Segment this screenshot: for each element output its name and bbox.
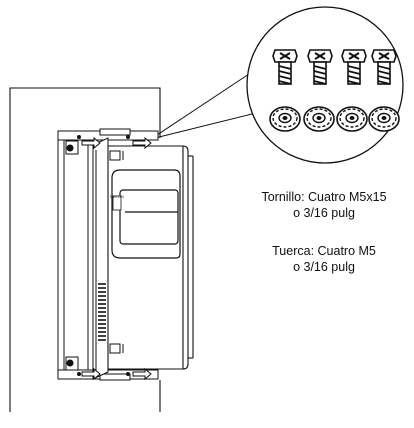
keypad-housing — [111, 169, 181, 259]
nut-icon — [336, 106, 368, 132]
screw-icon — [307, 49, 333, 85]
screw-spec-line1: Tornillo: Cuatro M5x15 — [261, 190, 387, 204]
screw-icon — [371, 49, 397, 85]
nut-icon — [269, 106, 301, 132]
brand-text: EATON — [110, 194, 124, 199]
nut-icon — [368, 106, 400, 132]
arrow-icon — [132, 367, 152, 381]
brand-badge: EATON — [110, 194, 124, 211]
nut-spec-line1: Tuerca: Cuatro M5 — [272, 244, 376, 258]
nut-icon — [303, 106, 335, 132]
drive-side-panel — [92, 137, 109, 380]
callout-leader-lines — [150, 71, 269, 140]
screw-spec-line2: o 3/16 pulg — [293, 206, 355, 220]
arrow-icon — [81, 136, 101, 150]
nut-spec-label: Tuerca: Cuatro M5 o 3/16 pulg — [238, 243, 410, 275]
hardware-callout — [246, 6, 404, 164]
mounting-arrows — [81, 136, 152, 381]
vent-grille — [98, 283, 106, 341]
nuts-row — [269, 106, 400, 132]
screws-row — [272, 49, 397, 85]
mounting-bracket — [57, 132, 95, 378]
bracket-screws — [77, 135, 130, 376]
screw-icon — [341, 49, 367, 85]
arrow-icon — [132, 136, 152, 150]
screw-spec-label: Tornillo: Cuatro M5x15 o 3/16 pulg — [226, 189, 414, 221]
arrow-icon — [81, 367, 101, 381]
cover-tabs — [109, 150, 124, 354]
screw-icon — [272, 49, 298, 85]
mounting-wall — [9, 87, 161, 412]
nut-spec-line2: o 3/16 pulg — [293, 260, 355, 274]
